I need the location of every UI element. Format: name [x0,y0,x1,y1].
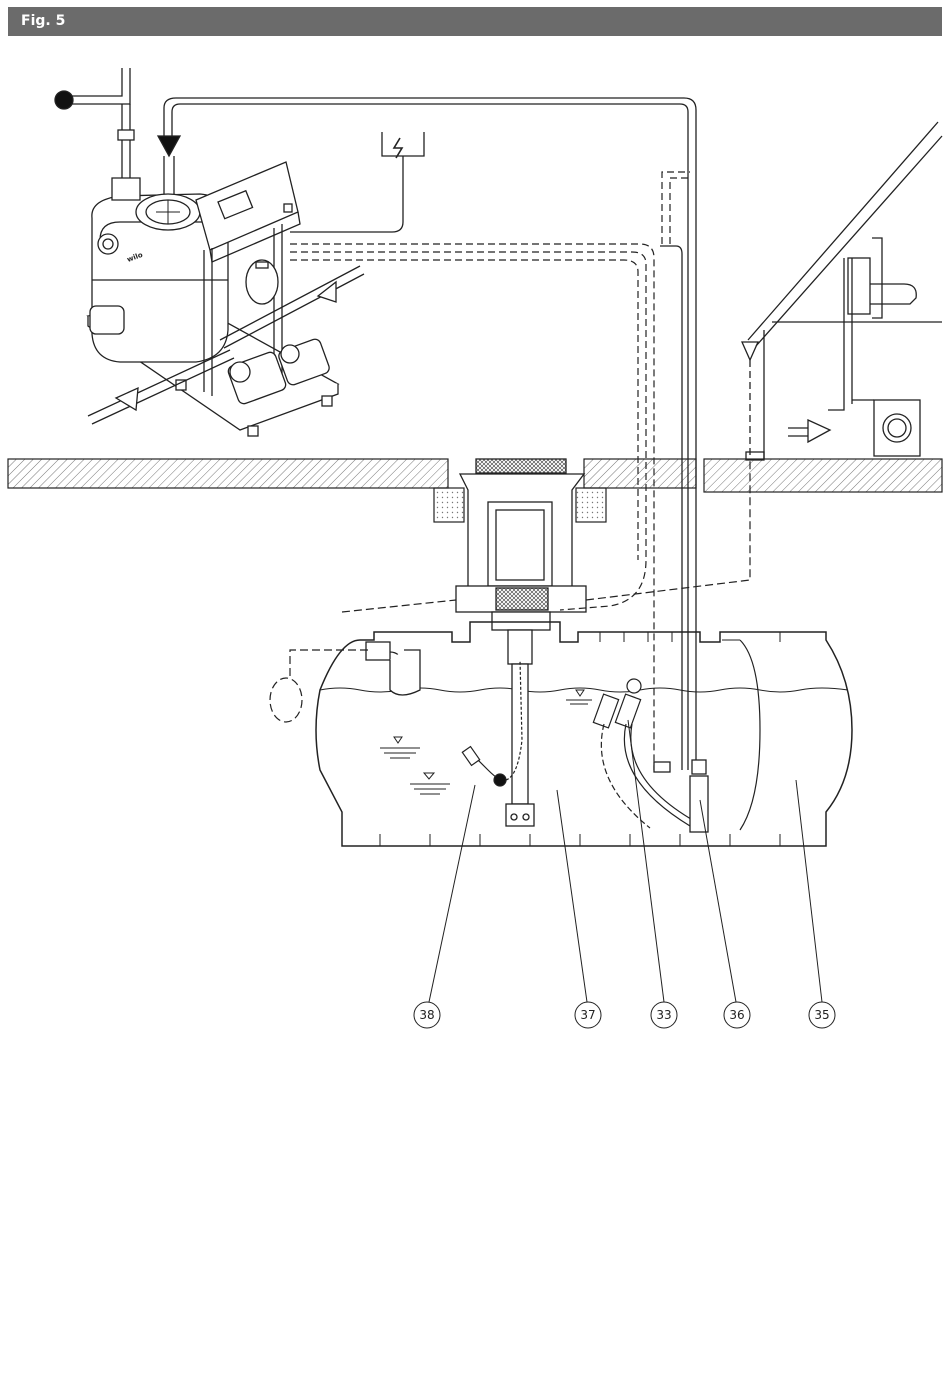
rainwater-station: wilo [88,162,364,436]
callout-label: 33 [656,1008,671,1022]
callout-37: 37 [575,1002,601,1028]
callout-label: 37 [580,1008,595,1022]
leader-lines [429,720,822,1002]
vent-pipe [662,172,690,244]
submersible-pump [654,760,708,832]
tank-inlet [366,642,420,695]
inspection-shaft [456,459,586,630]
lightning-bolt-icon [394,138,402,158]
suction-pipe [506,630,534,826]
power-supply [290,132,424,232]
building [742,122,942,460]
callout-33: 33 [651,1002,677,1028]
callout-label: 36 [729,1008,744,1022]
callout-label: 38 [419,1008,434,1022]
callout-35: 35 [809,1002,835,1028]
water-level-symbols [380,690,592,794]
callout-label: 35 [814,1008,829,1022]
callout-36: 36 [724,1002,750,1028]
potable-water-supply [55,68,140,200]
station-inlet [158,136,180,194]
cable-vertical-solid [660,246,682,770]
callout-38: 38 [414,1002,440,1028]
floating-suction-filter [593,679,696,828]
